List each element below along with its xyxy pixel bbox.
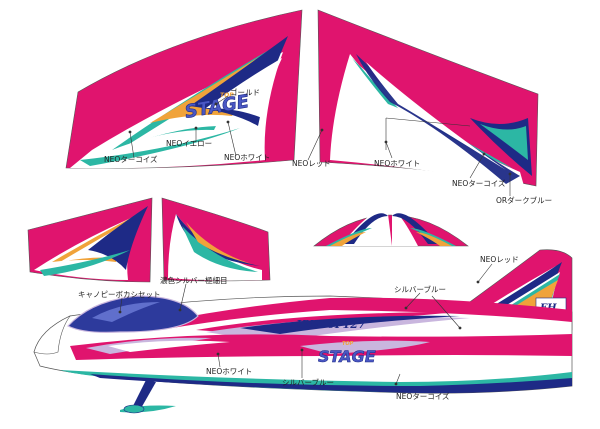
left-main-wing <box>65 9 303 169</box>
registration-number: JPN86F127 <box>294 318 366 331</box>
callout-labels: ゴールド NEOターコイズ NEOイエロー NEOホワイト NEOレッド NEO… <box>78 87 552 401</box>
label-neo-turquoise-wing-right: NEOターコイズ <box>452 178 506 188</box>
fin-top-view <box>313 210 469 247</box>
label-neo-white-wing-right: NEOホワイト <box>374 159 420 168</box>
label-canopy-set: キャノピーボカシセット <box>78 290 161 299</box>
label-neo-red-wing: NEOレッド <box>292 159 331 168</box>
right-stabilizer <box>161 197 271 282</box>
logo-top-wing: TOP <box>220 92 234 99</box>
label-neo-white-wing: NEOホワイト <box>224 153 270 162</box>
label-or-dark-blue: ORダークブルー <box>496 195 552 205</box>
logo-stage-body: STAGE <box>318 347 376 366</box>
label-neo-yellow: NEOイエロー <box>166 139 212 148</box>
label-neo-turquoise-body: NEOターコイズ <box>396 391 450 401</box>
label-neo-red-tail: NEOレッド <box>480 255 519 264</box>
right-main-wing <box>317 9 539 187</box>
label-silver-blue-upper: シルバーブルー <box>394 284 446 294</box>
left-stabilizer <box>27 197 153 283</box>
leader-lines <box>118 95 512 386</box>
label-canopy-frame: 濃色シルバー極細目 <box>160 275 228 285</box>
fuselage-side-view: FH JAPAN JPN86F127 TOP STAGE <box>33 249 573 414</box>
label-gold: ゴールド <box>230 87 260 97</box>
label-neo-turquoise-wing: NEOターコイズ <box>104 154 158 164</box>
label-neo-white-body: NEOホワイト <box>206 367 252 376</box>
logo-top-body: TOP <box>342 341 354 347</box>
label-silver-blue-lower: シルバーブルー <box>282 377 334 387</box>
